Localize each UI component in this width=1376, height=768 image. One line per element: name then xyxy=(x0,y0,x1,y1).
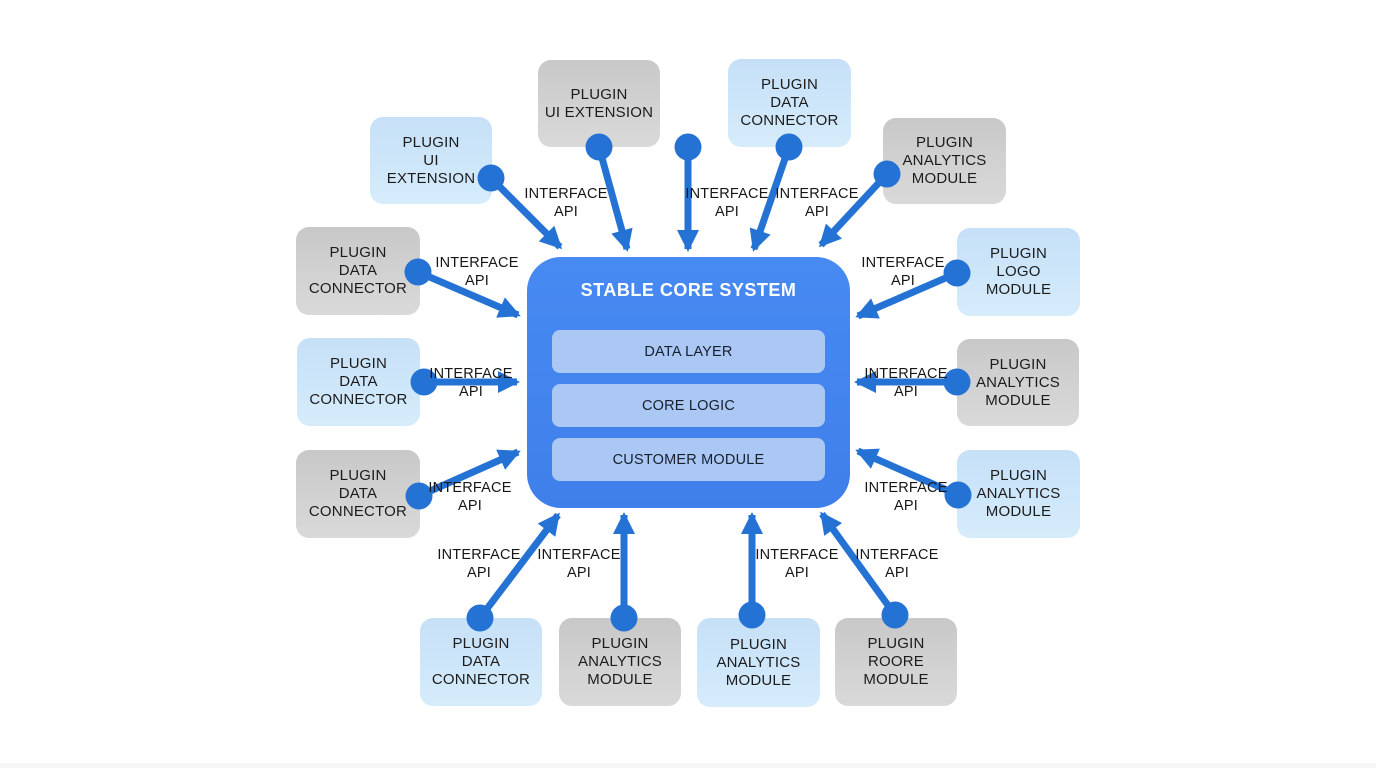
plugin-box-analytics-module-bottom-3: PLUGIN ANALYTICS MODULE xyxy=(697,618,820,707)
api-label: INTERFACE API xyxy=(864,366,948,400)
api-label: INTERFACE API xyxy=(429,366,513,400)
core-system-title: STABLE CORE SYSTEM xyxy=(580,280,797,300)
core-layer-core-logic: CORE LOGIC xyxy=(552,384,825,427)
api-label: INTERFACE API xyxy=(435,255,519,289)
plugin-box-roore-module-bottom-4: PLUGIN ROORE MODULE xyxy=(835,618,957,706)
plugin-box-data-connector-top: PLUGIN DATA CONNECTOR xyxy=(728,59,851,147)
api-label: INTERFACE API xyxy=(524,186,608,220)
plugin-box-analytics-module-right-2: PLUGIN ANALYTICS MODULE xyxy=(957,339,1079,426)
api-label: INTERFACE API xyxy=(855,547,939,581)
api-label: INTERFACE API xyxy=(437,547,521,581)
plugin-box-analytics-module-bottom-2: PLUGIN ANALYTICS MODULE xyxy=(559,618,681,706)
plugin-box-analytics-module-top-right: PLUGIN ANALYTICS MODULE xyxy=(883,118,1006,204)
api-label: INTERFACE API xyxy=(537,547,621,581)
plugin-box-data-connector-bottom-1: PLUGIN DATA CONNECTOR xyxy=(420,618,542,706)
plugin-box-ui-extension-top: PLUGIN UI EXTENSION xyxy=(538,60,660,147)
connection-dot xyxy=(674,133,702,161)
plugin-box-ui-extension-upper-left: PLUGIN UI EXTENSION xyxy=(370,117,492,204)
core-system-box: STABLE CORE SYSTEM DATA LAYER CORE LOGIC… xyxy=(527,257,850,508)
core-layer-customer-module: CUSTOMER MODULE xyxy=(552,438,825,481)
api-label: INTERFACE API xyxy=(755,547,839,581)
plugin-box-data-connector-left-1: PLUGIN DATA CONNECTOR xyxy=(296,227,420,315)
api-label: INTERFACE API xyxy=(775,186,859,220)
plugin-box-logo-module-right-1: PLUGIN LOGO MODULE xyxy=(957,228,1080,316)
plugin-box-analytics-module-right-3: PLUGIN ANALYTICS MODULE xyxy=(957,450,1080,538)
api-label: INTERFACE API xyxy=(864,480,948,514)
api-label: INTERFACE API xyxy=(861,255,945,289)
bottom-edge-strip xyxy=(0,763,1376,768)
plugin-box-data-connector-left-2: PLUGIN DATA CONNECTOR xyxy=(297,338,420,426)
api-label: INTERFACE API xyxy=(685,186,769,220)
api-label: INTERFACE API xyxy=(428,480,512,514)
core-layer-data-layer: DATA LAYER xyxy=(552,330,825,373)
plugin-box-data-connector-left-3: PLUGIN DATA CONNECTOR xyxy=(296,450,420,538)
